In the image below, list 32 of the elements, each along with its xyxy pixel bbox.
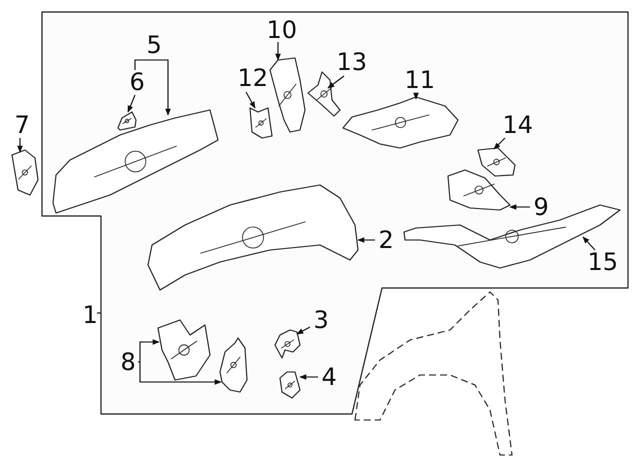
leader-line <box>509 204 530 210</box>
callout-number: 2 <box>378 227 394 253</box>
callout-number: 6 <box>130 69 145 95</box>
callout-number: 10 <box>266 17 298 43</box>
callout-number: 13 <box>336 49 368 75</box>
leader-line <box>357 237 375 243</box>
leader-line <box>97 312 101 314</box>
callout-number: 8 <box>120 349 136 375</box>
callout-number: 7 <box>14 112 30 138</box>
leader-line <box>275 42 281 61</box>
callout-number: 14 <box>502 112 534 138</box>
callout-number: 5 <box>146 32 162 58</box>
leader-line <box>128 94 136 113</box>
callout-number: 12 <box>238 65 268 91</box>
leader-line <box>138 339 160 363</box>
callout-number: 3 <box>314 307 329 333</box>
leader-line <box>138 361 222 385</box>
callout-number: 9 <box>534 194 549 220</box>
leader-line <box>582 236 596 250</box>
leader-line <box>246 92 256 109</box>
leader-line <box>296 326 310 334</box>
leader-line <box>154 59 171 116</box>
leader-line <box>17 138 23 153</box>
leader-line <box>413 92 419 100</box>
callout-number: 4 <box>322 364 337 390</box>
callout-number: 11 <box>404 67 436 93</box>
callout-number: 15 <box>588 249 618 275</box>
leader-line <box>327 76 344 88</box>
leader-line <box>134 59 154 70</box>
leader-line <box>299 374 318 380</box>
callout-number: 1 <box>82 302 98 328</box>
leader-line <box>494 138 506 150</box>
